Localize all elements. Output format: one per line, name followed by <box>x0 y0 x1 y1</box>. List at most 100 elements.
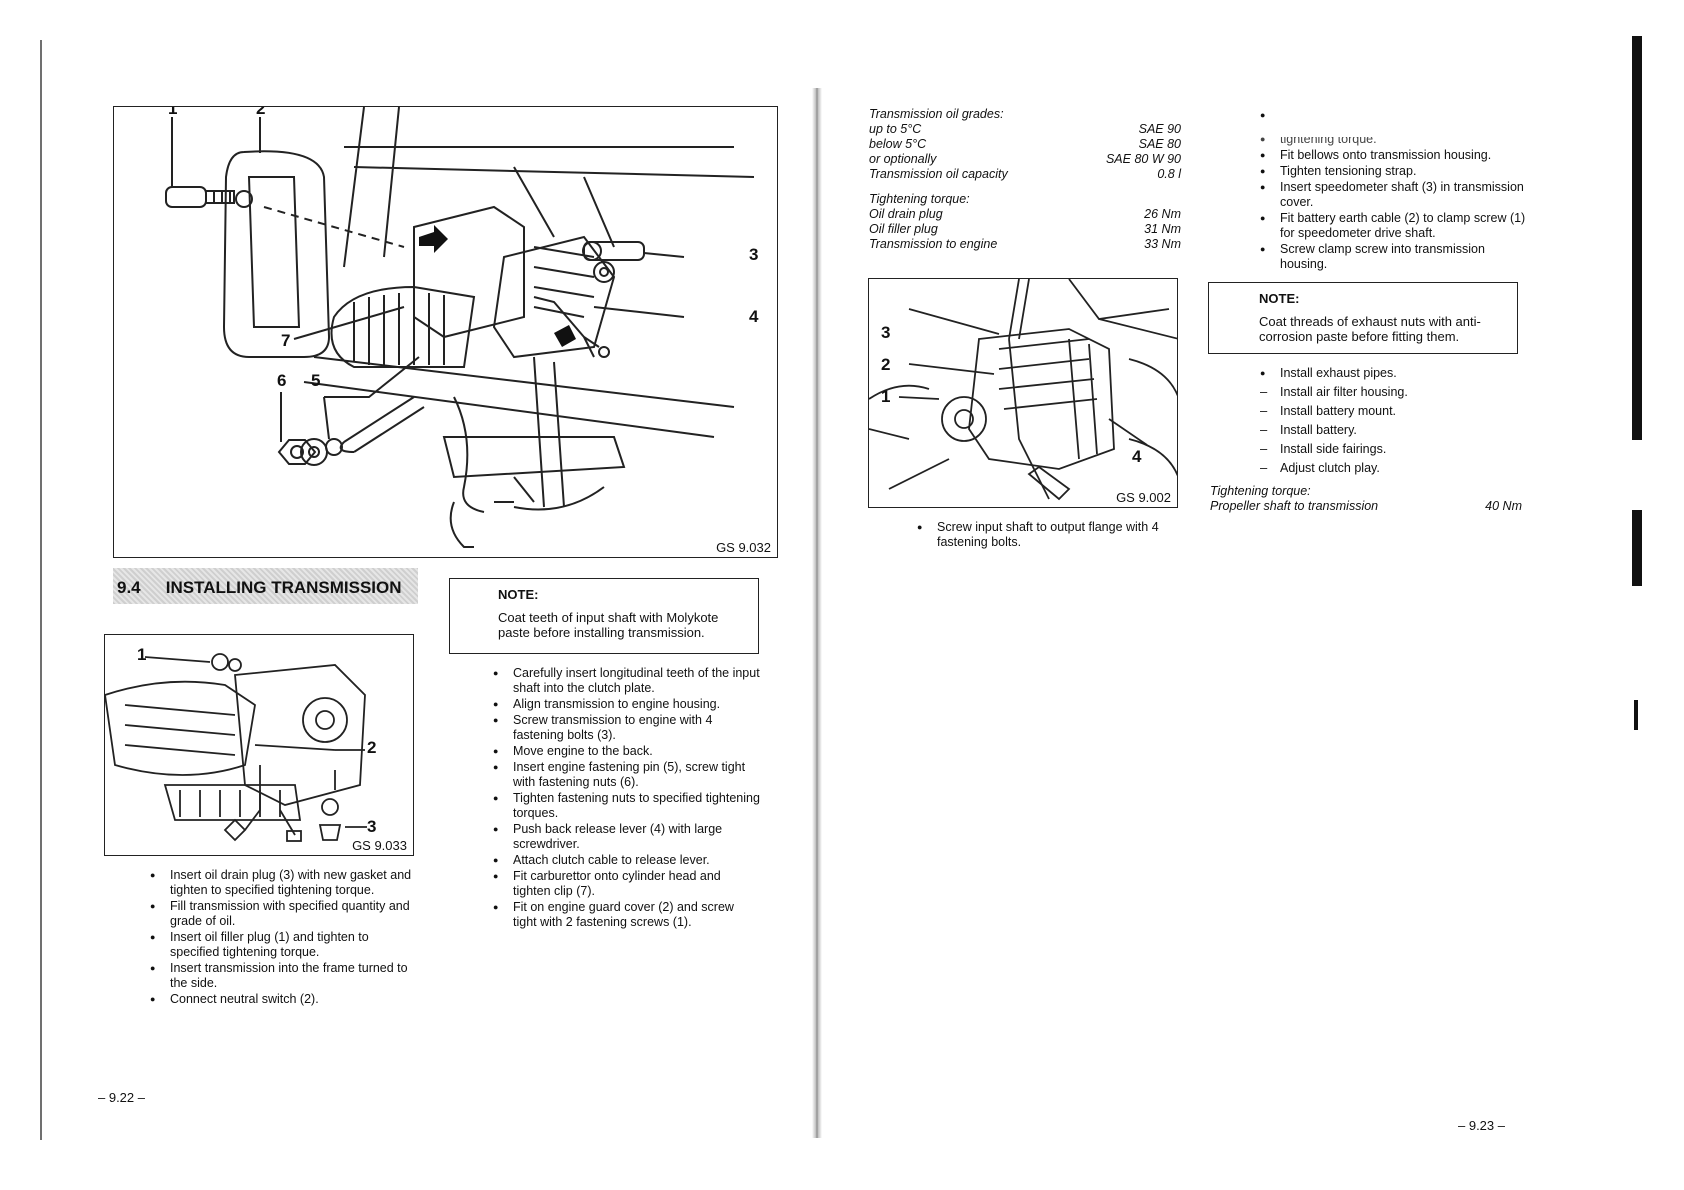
spec-table-propeller: Tightening torque: Propeller shaft to tr… <box>1210 484 1522 514</box>
spec-label: Oil filler plug <box>869 222 938 236</box>
list-item: Fit bellows onto transmission housing. <box>1258 148 1528 163</box>
section-number: 9.4 <box>117 578 141 597</box>
scan-edge-bar <box>1634 700 1638 730</box>
spec-label: Propeller shaft to transmission <box>1210 499 1379 513</box>
callout-2: 2 <box>881 355 891 374</box>
list-item: Carefully insert longitudinal teeth of t… <box>491 666 761 696</box>
figure-transmission-oil-plugs: 1 2 3 GS 9.033 <box>104 634 414 856</box>
spec-row: Propeller shaft to transmission 40 Nm <box>1210 499 1522 514</box>
spec-row: Transmission to engine 33 Nm <box>869 237 1181 252</box>
figure-code: GS 9.002 <box>1114 490 1173 505</box>
steps-list-bellows: tightening torque. Fit bellows onto tran… <box>1258 108 1528 273</box>
spec-row: up to 5°C SAE 90 <box>869 122 1181 137</box>
list-item: Screw clamp screw into transmission hous… <box>1258 242 1528 272</box>
book-spine <box>812 88 822 1138</box>
spec-row: below 5°C SAE 80 <box>869 137 1181 152</box>
section-heading: 9.4 INSTALLING TRANSMISSION <box>113 568 418 604</box>
steps-list-final: Install exhaust pipes. Install air filte… <box>1258 364 1528 478</box>
spec-value: 40 Nm <box>1485 499 1522 513</box>
figure-code: GS 9.032 <box>714 540 773 555</box>
spec-value: SAE 80 <box>1138 137 1181 151</box>
scan-edge-bar <box>1632 510 1642 586</box>
list-item: Fill transmission with specified quantit… <box>148 899 418 929</box>
scan-edge-bar <box>40 40 42 1140</box>
callout-3: 3 <box>881 323 891 342</box>
list-item: Move engine to the back. <box>491 744 761 759</box>
callout-4: 4 <box>1132 447 1142 466</box>
list-item: Fit on engine guard cover (2) and screw … <box>491 900 761 930</box>
section-title: INSTALLING TRANSMISSION <box>165 578 402 597</box>
callout-4: 4 <box>749 307 759 326</box>
spec-value: 26 Nm <box>1144 207 1181 221</box>
list-item: Insert transmission into the frame turne… <box>148 961 418 991</box>
transmission-exploded-drawing <box>165 107 755 548</box>
callout-1: 1 <box>168 106 178 118</box>
list-item: Push back release lever (4) with large s… <box>491 822 761 852</box>
spec-value: 0.8 l <box>1157 167 1181 181</box>
spec-label: Transmission oil capacity <box>869 167 1008 181</box>
spec-label: below 5°C <box>869 137 927 151</box>
list-item: Align transmission to engine housing. <box>491 697 761 712</box>
note-text: Coat teeth of input shaft with Molykote … <box>498 610 719 640</box>
list-item: Tighten tensioning strap. <box>1258 164 1528 179</box>
note-box-exhaust: NOTE: Coat threads of exhaust nuts with … <box>1208 282 1518 354</box>
page-number: – 9.22 – <box>98 1090 145 1105</box>
callout-6: 6 <box>277 371 287 390</box>
list-item: Fit battery earth cable (2) to clamp scr… <box>1258 211 1528 241</box>
speedometer-shaft-drawing <box>869 279 1177 501</box>
list-item: Insert oil drain plug (3) with new gaske… <box>148 868 418 898</box>
spec-value: 33 Nm <box>1144 237 1181 251</box>
list-item: Screw input shaft to output flange with … <box>915 520 1185 550</box>
spec-row: Oil drain plug 26 Nm <box>869 207 1181 222</box>
list-item: Install air filter housing. <box>1258 383 1528 401</box>
steps-list-oil: Insert oil drain plug (3) with new gaske… <box>148 868 418 1008</box>
torque-label: Tightening torque: <box>869 192 970 206</box>
list-item: Insert oil filler plug (1) and tighten t… <box>148 930 418 960</box>
spec-label: up to 5°C <box>869 122 922 136</box>
spec-table-oil-torque: Transmission oil grades: up to 5°C SAE 9… <box>869 107 1181 252</box>
spec-label: Oil drain plug <box>869 207 943 221</box>
spec-row: or optionally SAE 80 W 90 <box>869 152 1181 167</box>
list-item: Install battery mount. <box>1258 402 1528 420</box>
spec-value: 31 Nm <box>1144 222 1181 236</box>
steps-list-output-flange: Screw input shaft to output flange with … <box>915 520 1185 551</box>
list-item: Install side fairings. <box>1258 440 1528 458</box>
figure-transmission-exploded: 1 2 3 4 7 6 5 GS 9.032 <box>113 106 778 558</box>
spec-value: SAE 90 <box>1138 122 1181 136</box>
callout-7: 7 <box>281 331 291 350</box>
scan-edge-bar <box>1632 36 1642 440</box>
list-item: Adjust clutch play. <box>1258 459 1528 477</box>
transmission-oil-plugs-drawing <box>105 653 367 842</box>
callout-5: 5 <box>311 371 321 390</box>
note-box-molykote: NOTE: Coat teeth of input shaft with Mol… <box>449 578 759 654</box>
spec-label: Transmission to engine <box>869 237 998 251</box>
list-item: Insert speedometer shaft (3) in transmis… <box>1258 180 1528 210</box>
list-item: Tighten fastening nuts to specified tigh… <box>491 791 761 821</box>
list-item: Attach clutch cable to release lever. <box>491 853 761 868</box>
list-item-cut-off: tightening torque. <box>1258 137 1528 147</box>
spec-value: SAE 80 W 90 <box>1105 152 1181 166</box>
spec-row: Transmission oil capacity 0.8 l <box>869 167 1181 182</box>
page-number: – 9.23 – <box>1458 1118 1505 1133</box>
callout-2: 2 <box>256 106 266 118</box>
oil-grades-label: Transmission oil grades: <box>869 107 1004 121</box>
callout-3: 3 <box>749 245 759 264</box>
callout-3: 3 <box>367 817 377 836</box>
figure-speedometer-shaft: 3 2 1 4 GS 9.002 <box>868 278 1178 508</box>
torque-label: Tightening torque: <box>1210 484 1311 498</box>
callout-1: 1 <box>881 387 891 406</box>
steps-list-installation: Carefully insert longitudinal teeth of t… <box>491 666 761 931</box>
list-item <box>1258 108 1528 136</box>
list-item: Screw transmission to engine with 4 fast… <box>491 713 761 743</box>
list-item: Connect neutral switch (2). <box>148 992 418 1007</box>
note-title: NOTE: <box>1259 291 1300 306</box>
spec-label: or optionally <box>869 152 937 166</box>
callout-2: 2 <box>367 738 377 757</box>
list-item: Insert engine fastening pin (5), screw t… <box>491 760 761 790</box>
callout-1: 1 <box>137 645 147 664</box>
spec-row: Oil filler plug 31 Nm <box>869 222 1181 237</box>
list-item: Fit carburettor onto cylinder head and t… <box>491 869 761 899</box>
list-item: Install exhaust pipes. <box>1258 364 1528 382</box>
list-item: Install battery. <box>1258 421 1528 439</box>
note-title: NOTE: <box>498 587 539 602</box>
